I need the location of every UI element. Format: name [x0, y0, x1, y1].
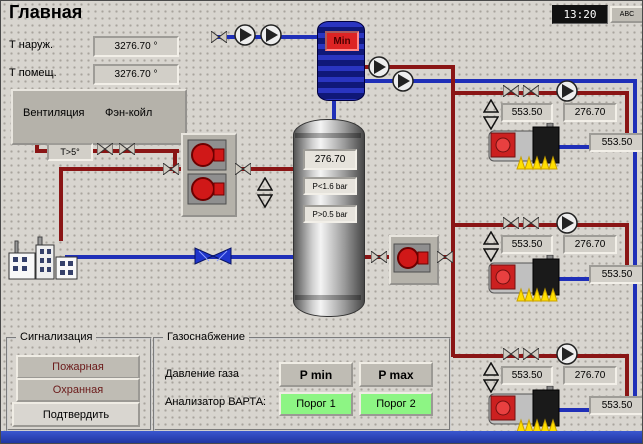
valve-icon — [502, 347, 520, 361]
outside-temp-label: Т наруж. — [9, 39, 53, 51]
circulation-pump-icon — [367, 55, 391, 79]
circuit-flow-display: 553.50 — [501, 366, 553, 385]
pipe-circuit-supply — [453, 91, 629, 95]
pipe-tank-feed — [332, 97, 336, 123]
gas-analyzer-label: Анализатор ВАРТА: — [165, 396, 267, 408]
pipe-circuit-drop — [625, 356, 629, 400]
boiler-icon — [487, 254, 567, 303]
pipe-return-top — [363, 79, 637, 83]
circulation-pump-icon — [555, 79, 579, 103]
boiler-icon — [487, 122, 567, 171]
valve-icon — [370, 250, 388, 264]
abc-button[interactable]: ABC — [610, 6, 642, 23]
min-level-display: Min — [325, 31, 359, 51]
valve-icon — [502, 84, 520, 98]
tank-flange — [295, 133, 361, 138]
circulation-pump-icon — [259, 23, 283, 47]
pipe-vent-riser — [173, 151, 177, 173]
pipe-circuit-drop — [625, 225, 629, 269]
valve-icon — [162, 162, 180, 176]
circulation-pump-icon — [391, 69, 415, 93]
pipe-circuit-supply — [453, 223, 629, 227]
gas-group-title: Газоснабжение — [163, 331, 250, 343]
pipe-supply-to-main — [363, 65, 455, 69]
security-alarm-button[interactable]: Охранная — [16, 378, 140, 402]
pipe-return-main — [65, 255, 297, 259]
room-temp-label: Т помещ. — [9, 67, 57, 79]
alarm-group-title: Сигнализация — [16, 331, 97, 343]
alarm-groupbox: Сигнализация Пожарная Охранная Подтверди… — [6, 331, 152, 431]
boiler-circuit-1: 553.50 276.70 553.50 — [451, 65, 642, 205]
outside-temp-display: 3276.70 ° — [93, 36, 179, 57]
circulation-pump-icon — [233, 23, 257, 47]
circulation-pump-icon — [555, 211, 579, 235]
circuit-return-display: 276.70 — [563, 103, 617, 122]
buildings-icon — [7, 235, 79, 281]
valve-icon — [522, 216, 540, 230]
air-vent-icon — [256, 176, 274, 209]
pipe-return-riser — [633, 79, 637, 411]
boiler-temp-display: 553.50 — [589, 265, 642, 284]
valve-icon — [96, 142, 114, 156]
air-vent-icon — [482, 98, 500, 131]
pipe-supply-riser — [451, 65, 455, 357]
t5-display: Т>5° — [47, 143, 93, 161]
valve-icon — [436, 250, 454, 264]
gas-pressure-label: Давление газа — [165, 368, 240, 380]
threshold2-button[interactable]: Порог 2 — [359, 392, 433, 416]
circuit-flow-display: 553.50 — [501, 103, 553, 122]
valve-icon — [502, 216, 520, 230]
valve-icon — [522, 84, 540, 98]
clock-display: 13:20 — [552, 5, 608, 24]
boiler-temp-display: 553.50 — [589, 396, 642, 415]
valve-icon — [118, 142, 136, 156]
boiler-circuit-2: 553.50 276.70 553.50 — [451, 197, 642, 337]
separator-temp-display: 276.70 — [303, 149, 357, 170]
boiler-temp-display: 553.50 — [589, 133, 642, 152]
circulation-pump-icon — [555, 342, 579, 366]
ventilation-button[interactable]: Вентиляция — [23, 107, 85, 119]
valve-icon — [210, 30, 228, 44]
boiler-icon — [487, 385, 567, 434]
circuit-return-display: 276.70 — [563, 235, 617, 254]
pump-icon — [187, 173, 227, 205]
page-title: Главная — [9, 2, 83, 22]
circuit-return-display: 276.70 — [563, 366, 617, 385]
pipe-building-riser — [59, 167, 63, 241]
pmax-button[interactable]: P max — [359, 362, 433, 387]
pipe-circuit-supply — [453, 354, 629, 358]
separator-pressure-low-display: P>0.5 bar — [303, 205, 357, 223]
pump-icon — [393, 243, 431, 273]
pmin-button[interactable]: P min — [279, 362, 353, 387]
air-vent-icon — [482, 361, 500, 394]
air-vent-icon — [482, 230, 500, 263]
pipe-circuit-drop — [625, 93, 629, 137]
circuit-flow-display: 553.50 — [501, 235, 553, 254]
taskbar-strip — [1, 431, 642, 443]
fancoil-button[interactable]: Фэн-койл — [105, 107, 153, 119]
room-temp-display: 3276.70 ° — [93, 64, 179, 85]
tank-flange — [295, 295, 361, 300]
acknowledge-button[interactable]: Подтвердить — [12, 402, 140, 427]
pipe-vent-drop — [35, 139, 39, 153]
control-valve-icon — [193, 246, 233, 266]
pump-icon — [187, 139, 227, 171]
boiler-circuit-3: 553.50 276.70 553.50 — [451, 328, 642, 443]
gas-groupbox: Газоснабжение Давление газа P min P max … — [153, 331, 451, 431]
separator-pressure-high-display: P<1.6 bar — [303, 177, 357, 195]
valve-icon — [522, 347, 540, 361]
threshold1-button[interactable]: Порог 1 — [279, 392, 353, 416]
valve-icon — [234, 162, 252, 176]
fire-alarm-button[interactable]: Пожарная — [16, 355, 140, 379]
